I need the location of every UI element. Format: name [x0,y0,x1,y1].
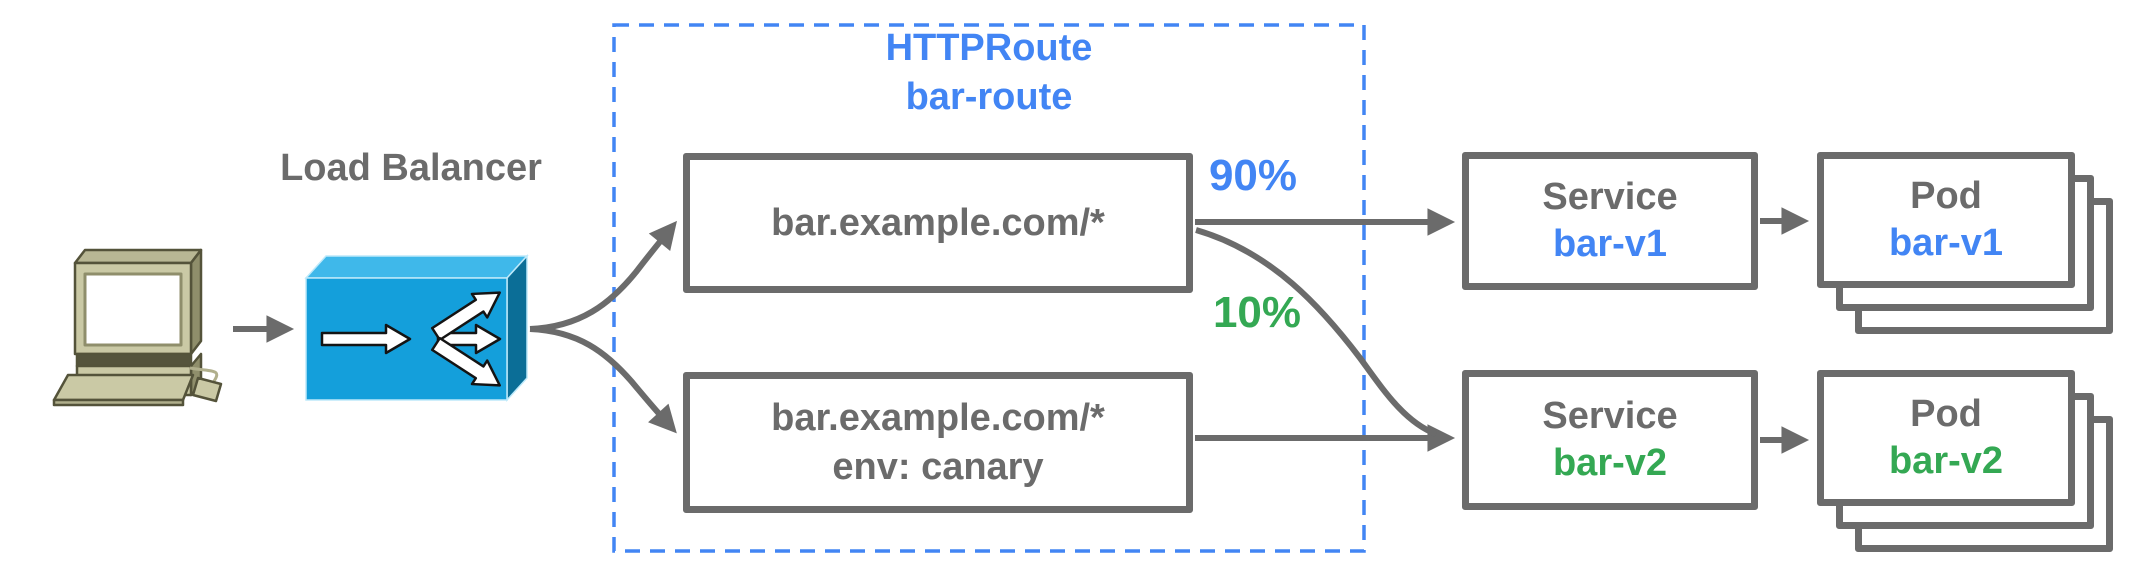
route-rule-canary-header: env: canary [832,445,1044,488]
load-balancer-icon [304,254,529,402]
traffic-split-curve [1195,227,1438,437]
pod-name-label: bar-v1 [1888,222,2004,264]
httproute-name-label: bar-route [905,76,1073,118]
service-bar-v1-box: Service bar-v1 [1462,152,1758,290]
route-rule-primary-box: bar.example.com/* [683,153,1193,293]
pod-kind-label: Pod [1910,393,1982,435]
pod-stack-bar-v1: Pod bar-v1 [1817,152,2113,334]
service-kind-label: Service [1542,176,1678,218]
service-kind-label: Service [1542,395,1678,437]
pod-bar-v1-card: Pod bar-v1 [1817,152,2075,288]
pod-bar-v2-card: Pod bar-v2 [1817,370,2075,506]
service-name-label: bar-v2 [1552,442,1668,484]
pod-name-label: bar-v2 [1888,440,2004,482]
lb-to-canary-rule-arrow [529,326,677,434]
httproute-kind-label: HTTPRoute [885,27,1093,69]
httproute-group-border [612,23,1366,553]
lb-out-arrow-up [430,291,501,342]
service-name-label: bar-v1 [1552,223,1668,265]
route-rule-canary-box: bar.example.com/* env: canary [683,372,1193,513]
client-computer-icon [52,248,223,407]
pod-stack-bar-v2: Pod bar-v2 [1817,370,2113,552]
lb-in-arrow [320,323,412,355]
lb-out-arrow-down [430,336,501,387]
load-balancer-label: Load Balancer [280,147,542,189]
route-rule-canary-match: bar.example.com/* [771,396,1105,439]
weight-90-label: 90% [1208,151,1298,200]
httproute-title: HTTPRoute bar-route [614,24,1364,122]
lb-to-primary-rule-arrow [529,220,677,332]
pod-kind-label: Pod [1910,175,1982,217]
service-bar-v2-box: Service bar-v2 [1462,370,1758,510]
weight-10-label: 10% [1212,288,1302,337]
route-rule-primary-match: bar.example.com/* [771,201,1105,244]
